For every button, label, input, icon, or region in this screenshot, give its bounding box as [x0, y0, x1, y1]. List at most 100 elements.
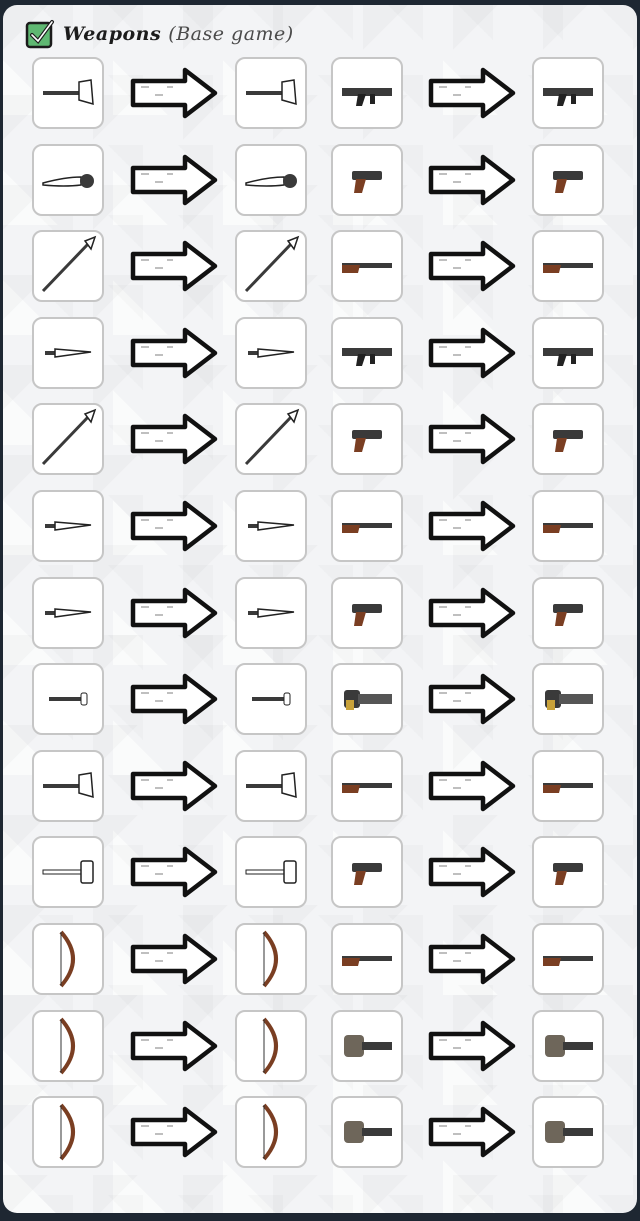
upgrade-arrow-icon — [425, 1018, 519, 1074]
curved-knife-icon — [248, 347, 295, 358]
weapon-tile[interactable] — [235, 749, 307, 822]
weapon-tile[interactable] — [32, 316, 104, 389]
charge-rifle-icon — [344, 1034, 392, 1057]
weapon-tile[interactable] — [532, 576, 604, 649]
upgrade-row — [3, 143, 637, 220]
upgraded-charge-rifle-icon — [545, 1034, 593, 1057]
weapon-tile[interactable] — [532, 663, 604, 736]
upgrade-arrow-icon — [127, 585, 221, 641]
great-hammer-icon — [245, 860, 297, 885]
weapon-tile[interactable] — [331, 663, 403, 736]
weapon-tile[interactable] — [32, 663, 104, 736]
upgrade-arrow-icon — [425, 671, 519, 727]
weapon-tile[interactable] — [532, 1009, 604, 1082]
dagger-icon — [45, 347, 92, 358]
weapon-tile[interactable] — [32, 490, 104, 562]
upgrade-arrow-icon — [127, 325, 221, 381]
weapon-tile[interactable] — [331, 576, 403, 649]
upgrade-arrow-icon — [425, 931, 519, 987]
weapon-tile[interactable] — [331, 749, 403, 822]
weapon-tile[interactable] — [32, 1096, 104, 1169]
weapon-tile[interactable] — [532, 923, 604, 995]
upgrade-row — [3, 490, 637, 566]
upgraded-shotgun-icon — [543, 782, 593, 793]
upgrade-arrow-icon — [425, 152, 519, 208]
weapon-tile[interactable] — [331, 836, 403, 909]
upgrade-arrow-icon — [425, 585, 519, 641]
war-axe-icon — [246, 79, 297, 106]
upgrade-arrow-icon — [127, 931, 221, 987]
broad-blade-icon — [248, 607, 295, 618]
weapon-tile[interactable] — [331, 403, 403, 476]
weapon-tile[interactable] — [532, 1096, 604, 1169]
upgraded-autopistol-icon — [553, 603, 583, 626]
bolt-rifle-icon — [342, 263, 392, 274]
upgrade-arrow-icon — [127, 152, 221, 208]
weapon-tile[interactable] — [532, 490, 604, 562]
barbed-spear-icon — [244, 235, 300, 293]
weapon-tile[interactable] — [32, 403, 104, 476]
upgrade-arrow-icon — [127, 238, 221, 294]
weapon-tile[interactable] — [331, 316, 403, 389]
short-bow-icon — [59, 930, 75, 988]
weapon-tile[interactable] — [32, 923, 104, 995]
weapon-tile[interactable] — [532, 316, 604, 389]
weapons-panel: Weapons (Base game) — [3, 5, 637, 1213]
weapon-tile[interactable] — [532, 143, 604, 216]
weapon-tile[interactable] — [235, 1009, 307, 1082]
weapon-tile[interactable] — [235, 57, 307, 129]
weapon-tile[interactable] — [532, 57, 604, 129]
battle-rifle-icon — [342, 523, 392, 533]
weapon-tile[interactable] — [235, 836, 307, 909]
spear-short-icon — [41, 235, 97, 293]
upgrade-arrow-icon — [425, 65, 519, 121]
battle-axe-icon — [246, 771, 297, 798]
weapon-tile[interactable] — [331, 143, 403, 216]
upgraded-revolver-icon — [553, 863, 583, 886]
weapon-tile[interactable] — [235, 230, 307, 303]
weapon-tile[interactable] — [331, 490, 403, 562]
upgrade-arrow-icon — [425, 238, 519, 294]
weapon-tile[interactable] — [532, 403, 604, 476]
machine-pistol-icon — [352, 430, 382, 453]
weapon-tile[interactable] — [532, 749, 604, 822]
weapon-tile[interactable] — [235, 490, 307, 562]
assault-rifle-icon — [342, 88, 392, 106]
weapon-tile[interactable] — [331, 1009, 403, 1082]
weapon-tile[interactable] — [235, 143, 307, 216]
weapon-tile[interactable] — [331, 57, 403, 129]
weapon-tile[interactable] — [235, 316, 307, 389]
upgrade-row — [3, 316, 637, 393]
upgrade-arrow-icon — [425, 325, 519, 381]
weapon-tile[interactable] — [32, 1009, 104, 1082]
weapon-tile[interactable] — [235, 1096, 307, 1169]
upgrade-row — [3, 749, 637, 826]
weapon-tile[interactable] — [235, 576, 307, 649]
weapon-tile[interactable] — [32, 836, 104, 909]
upgrade-arrow-icon — [127, 671, 221, 727]
upgrade-row — [3, 230, 637, 306]
section-title-main: Weapons — [63, 23, 162, 45]
upgrade-arrow-icon — [425, 844, 519, 900]
weapon-tile[interactable] — [32, 230, 104, 303]
weapon-tile[interactable] — [235, 403, 307, 476]
weapon-tile[interactable] — [331, 1096, 403, 1169]
weapon-tile[interactable] — [532, 230, 604, 303]
autopistol-icon — [352, 603, 382, 626]
upgraded-recurve-bow-icon — [262, 1017, 278, 1074]
heavy-minigun-icon — [545, 690, 593, 711]
kukri-icon — [248, 521, 295, 531]
checkbox-icon[interactable] — [25, 19, 55, 49]
weapon-tile[interactable] — [532, 836, 604, 909]
weapon-tile[interactable] — [331, 230, 403, 303]
weapon-tile[interactable] — [32, 576, 104, 649]
weapon-tile[interactable] — [32, 143, 104, 216]
weapon-tile[interactable] — [235, 923, 307, 995]
axe-icon — [43, 79, 94, 106]
gladius-icon — [45, 521, 92, 531]
upgrade-arrow-icon — [425, 1104, 519, 1160]
weapon-tile[interactable] — [32, 57, 104, 129]
weapon-tile[interactable] — [331, 923, 403, 995]
weapon-tile[interactable] — [32, 749, 104, 822]
weapon-tile[interactable] — [235, 663, 307, 736]
